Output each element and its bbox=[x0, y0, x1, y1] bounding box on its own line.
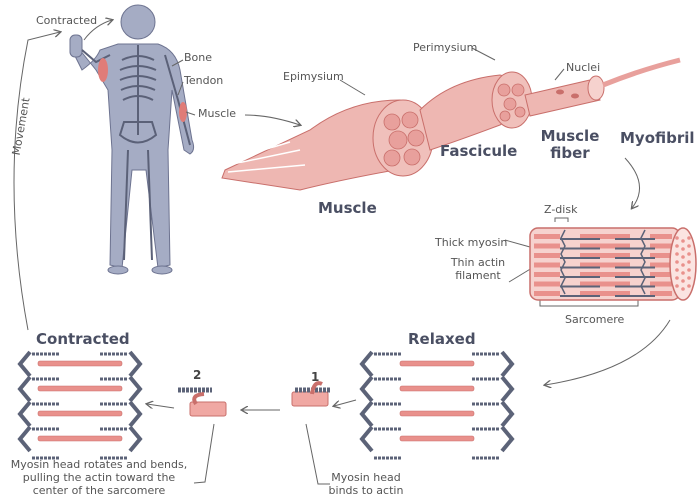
label-bone: Bone bbox=[184, 51, 213, 64]
step-1-caption: Myosin head binds to actin bbox=[328, 471, 404, 497]
relaxed-sarcomere bbox=[359, 350, 515, 460]
z-disk bbox=[128, 400, 143, 428]
myofibril-dot bbox=[681, 271, 685, 275]
leader-lines bbox=[13, 20, 671, 485]
label-fascicule: Fascicule bbox=[440, 142, 518, 160]
myofibril-dot bbox=[675, 252, 679, 256]
step-2-illustration bbox=[178, 387, 227, 417]
actin-filament bbox=[650, 281, 672, 287]
actin-filament bbox=[650, 262, 672, 268]
actin-filament bbox=[580, 291, 630, 296]
z-disk bbox=[500, 375, 515, 403]
myofibril-dot bbox=[687, 260, 691, 264]
actin-filament bbox=[580, 262, 630, 268]
step-1-number: 1 bbox=[311, 370, 320, 384]
z-disk bbox=[17, 350, 32, 378]
actin-filament bbox=[534, 262, 560, 268]
z-disk bbox=[359, 350, 374, 378]
muscle-bundle bbox=[221, 57, 681, 191]
actin-filament bbox=[534, 253, 560, 258]
z-disk bbox=[128, 375, 143, 403]
label-relaxed: Relaxed bbox=[408, 330, 476, 348]
human-body-figure bbox=[69, 4, 195, 275]
myofibril-dot bbox=[681, 279, 685, 283]
label-perimysium: Perimysium bbox=[413, 41, 478, 54]
myofibril-dot bbox=[675, 284, 679, 288]
myofibril-dot bbox=[681, 255, 685, 259]
label-tendon: Tendon bbox=[184, 74, 224, 87]
myofibril-dot bbox=[675, 244, 679, 248]
label-thin-actin: Thin actin filament bbox=[450, 256, 506, 282]
myofibril-dot bbox=[675, 276, 679, 280]
myofibril-dot bbox=[687, 284, 691, 288]
myofibril-dot bbox=[681, 247, 685, 251]
label-thick-myosin: Thick myosin bbox=[435, 236, 508, 249]
actin-filament bbox=[650, 272, 672, 277]
actin-filament bbox=[580, 243, 630, 249]
actin-filament bbox=[534, 272, 560, 277]
actin-filament bbox=[399, 360, 475, 367]
label-sarcomere: Sarcomere bbox=[565, 313, 625, 326]
z-disk bbox=[500, 400, 515, 428]
actin-filament bbox=[534, 243, 560, 249]
label-contracted: Contracted bbox=[36, 330, 130, 348]
actin-filament bbox=[580, 281, 630, 287]
myofibril-cylinder bbox=[529, 227, 697, 301]
z-disk bbox=[359, 400, 374, 428]
contracted-sarcomere bbox=[17, 350, 143, 460]
actin-filament bbox=[399, 435, 475, 442]
actin-filament bbox=[534, 281, 560, 287]
step-2-caption: Myosin head rotates and bends, pulling t… bbox=[10, 458, 188, 497]
z-disk bbox=[359, 425, 374, 453]
myofibril-dot bbox=[675, 268, 679, 272]
actin-filament bbox=[534, 234, 560, 239]
myofibril-dot bbox=[687, 252, 691, 256]
step-1-illustration bbox=[291, 381, 330, 407]
z-disk bbox=[17, 425, 32, 453]
myofibril-dot bbox=[675, 260, 679, 264]
actin-filament bbox=[650, 253, 672, 258]
myofibril-dot bbox=[681, 263, 685, 267]
z-disk bbox=[500, 350, 515, 378]
label-contracted-arm: Contracted bbox=[36, 14, 98, 27]
actin-filament bbox=[580, 234, 630, 239]
actin-filament bbox=[399, 385, 475, 392]
actin-filament bbox=[534, 291, 560, 296]
z-disk bbox=[359, 375, 374, 403]
myofibril-dot bbox=[681, 287, 685, 291]
label-epimysium: Epimysium bbox=[283, 70, 344, 83]
label-nuclei: Nuclei bbox=[566, 61, 601, 74]
label-muscle-body: Muscle bbox=[198, 107, 237, 120]
myofibril-dot bbox=[687, 276, 691, 280]
actin-filament bbox=[37, 435, 123, 442]
z-disk bbox=[17, 375, 32, 403]
myofibril-dot bbox=[687, 236, 691, 240]
z-disk bbox=[128, 350, 143, 378]
label-muscle-fiber: Muscle fiber bbox=[540, 127, 600, 162]
actin-filament bbox=[650, 234, 672, 239]
actin-filament bbox=[650, 243, 672, 249]
z-disk-line bbox=[640, 229, 646, 295]
myofibril-dot bbox=[687, 268, 691, 272]
step-2-number: 2 bbox=[193, 368, 202, 382]
z-disk-line bbox=[560, 229, 566, 295]
actin-filament bbox=[37, 410, 123, 417]
actin-filament bbox=[580, 253, 630, 258]
actin-filament bbox=[580, 272, 630, 277]
z-disk bbox=[128, 425, 143, 453]
actin-filament bbox=[37, 360, 123, 367]
myofibril-dot bbox=[687, 244, 691, 248]
actin-filament bbox=[37, 385, 123, 392]
z-disk bbox=[17, 400, 32, 428]
label-muscle: Muscle bbox=[318, 199, 377, 217]
myofibril-dot bbox=[675, 236, 679, 240]
myofibril-dot bbox=[681, 239, 685, 243]
label-myofibril: Myofibril bbox=[620, 129, 695, 147]
actin-filament bbox=[399, 410, 475, 417]
actin-filament bbox=[650, 291, 672, 296]
z-disk bbox=[500, 425, 515, 453]
label-z-disk: Z-disk bbox=[544, 203, 578, 216]
